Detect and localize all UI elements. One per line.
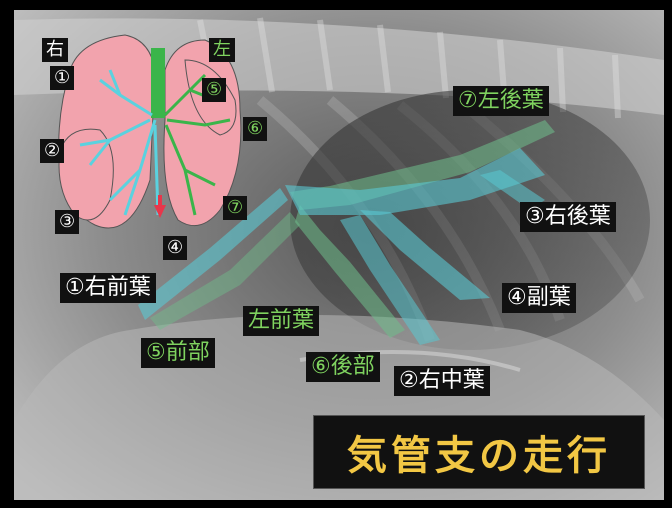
right-caudal-bronchus [285, 148, 545, 215]
inset-number-4: ④ [163, 236, 188, 260]
label-right-middle-lobe: ②右中葉 [394, 366, 490, 396]
label-right-caudal-lobe: ③右後葉 [520, 202, 616, 232]
inset-right-label: 右 [42, 38, 68, 62]
right-middle-bronchus [340, 215, 440, 345]
left-cranial-cranial-part-bronchus [150, 212, 300, 330]
inset-lung-diagram [58, 34, 242, 229]
inset-number-7: ⑦ [223, 196, 248, 220]
label-right-cranial-lobe: ①右前葉 [60, 273, 156, 303]
bronchial-tree-overlay [138, 120, 555, 345]
inset-number-6: ⑥ [243, 117, 268, 141]
title-box: 気管支の走行 [313, 415, 645, 489]
accessory-bronchus [360, 210, 490, 300]
inset-number-3: ③ [55, 210, 80, 234]
inset-left-label: 左 [209, 38, 235, 62]
page-title: 気管支の走行 [347, 433, 611, 479]
inset-number-2: ② [40, 139, 65, 163]
inset-number-1: ① [50, 66, 75, 90]
label-accessory-lobe: ④副葉 [502, 283, 576, 313]
left-caudal-bronchus [290, 120, 555, 210]
label-left-caudal-lobe: ⑦左後葉 [453, 86, 549, 116]
left-cranial-caudal-part-bronchus [295, 205, 405, 338]
label-caudal-part: ⑥後部 [306, 352, 380, 382]
right-cranial-bronchus [138, 188, 288, 320]
inset-number-5: ⑤ [202, 78, 227, 102]
label-cranial-part: ⑤前部 [141, 338, 215, 368]
label-left-cranial-lobe: 左前葉 [243, 306, 320, 336]
